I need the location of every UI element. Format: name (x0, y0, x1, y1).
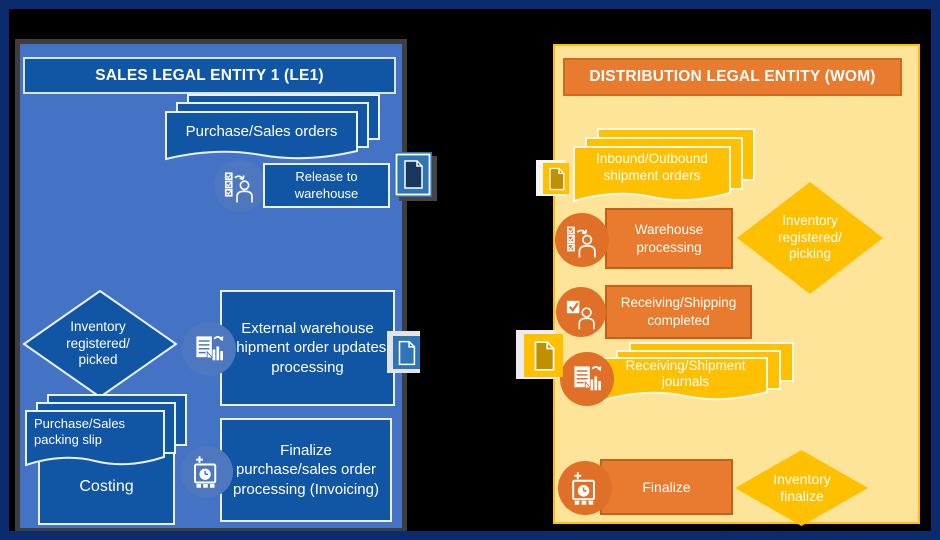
document-shape (165, 111, 358, 161)
checkbox-person-icon (556, 287, 606, 337)
distribution-panel-title-text: DISTRIBUTION LEGAL ENTITY (WOM) (589, 68, 876, 85)
distribution-legal-entity-panel: DISTRIBUTION LEGAL ENTITY (WOM) Inbound/… (553, 44, 920, 526)
inventory-finalize-diamond (735, 450, 868, 526)
warehouse-processing-label: Warehouse processing (634, 221, 704, 255)
finalize-invoicing-label: Finalize purchase/sales order processing… (233, 441, 379, 498)
invoice-calculator-icon (558, 461, 612, 515)
finalize-box: Finalize (600, 459, 733, 515)
external-warehouse-box: External warehouse shipment order update… (220, 290, 395, 406)
document-icon-blue-small (393, 336, 420, 369)
costing-label: Costing (79, 477, 134, 495)
packing-slip-stack: Purchase/Sales packing slip (25, 394, 190, 472)
receiving-shipping-box: Receiving/Shipping completed (605, 285, 752, 339)
person-checklist-icon (214, 160, 266, 212)
document-shape (25, 410, 165, 467)
external-processing-label: External warehouse shipment order update… (228, 319, 387, 376)
journal-papers-icon (560, 352, 614, 406)
inbound-stack-label: Inbound/Outbound shipment orders (596, 151, 708, 183)
journals-stack-label: Receiving/Shipment journals (625, 357, 746, 389)
inventory-picked-label: Inventory registered/ picked (66, 319, 130, 368)
release-label: Release to warehouse (294, 169, 359, 201)
sales-legal-entity-panel: SALES LEGAL ENTITY 1 (LE1) Purchase/Sale… (15, 39, 407, 533)
document-icon-yellow-large (524, 334, 563, 377)
warehouse-processing-box: Warehouse processing (605, 208, 733, 269)
document-icon-blue-large (394, 152, 432, 197)
sales-panel-title: SALES LEGAL ENTITY 1 (LE1) (23, 57, 396, 94)
orders-stack-label: Purchase/Sales orders (185, 122, 338, 140)
document-shape (603, 357, 768, 402)
finalize-invoicing-box: Finalize purchase/sales order processing… (220, 418, 392, 522)
document-shape (573, 146, 731, 203)
inventory-picking-label: Inventory registered/ picking (778, 213, 842, 262)
journals-stack: Receiving/Shipment journals (603, 342, 797, 406)
invoice-calculator-icon (181, 446, 233, 498)
person-checklist-icon (555, 213, 609, 267)
finalize-label: Finalize (642, 479, 691, 495)
packing-slip-label: Purchase/Sales packing slip (34, 415, 126, 447)
journal-papers-icon (182, 322, 236, 376)
document-icon-yellow-small (543, 163, 569, 194)
distribution-panel-title: DISTRIBUTION LEGAL ENTITY (WOM) (563, 58, 902, 96)
inventory-picking-diamond (737, 182, 883, 294)
receiving-shipping-label: Receiving/Shipping completed (620, 295, 737, 328)
inventory-finalize-label: Inventory finalize (773, 470, 831, 504)
purchase-sales-orders-stack: Purchase/Sales orders (165, 94, 385, 164)
sales-panel-title-text: SALES LEGAL ENTITY 1 (LE1) (95, 66, 324, 84)
inbound-outbound-stack: Inbound/Outbound shipment orders (573, 128, 759, 208)
release-to-warehouse-box: Release to warehouse (263, 163, 390, 208)
